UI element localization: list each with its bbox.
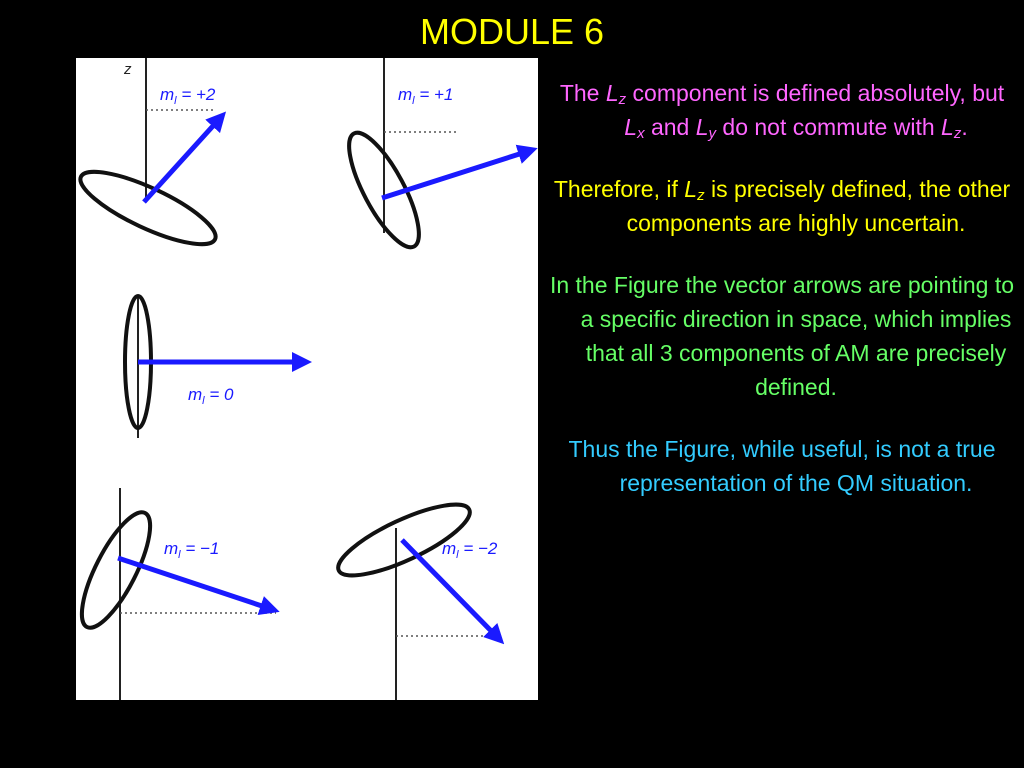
m-label-minus1: ml = −1 [164,539,219,561]
diagram-m-plus2: z ml = +2 [78,58,227,247]
angular-momentum-figure: z ml = +2 ml = +1 ml = 0 ml [76,58,538,700]
m-label-plus2: ml = +2 [160,85,216,107]
paragraph-vector-arrows: In the Figure the vector arrows are poin… [549,272,1015,400]
z-axis-label: z [123,61,132,78]
paragraph-figure-caveat: Thus the Figure, while useful, is not a … [568,436,996,496]
precession-ellipse [336,502,472,578]
paragraph-uncertainty: Therefore, if Lz is precisely defined, t… [553,176,1011,236]
slide-title: MODULE 6 [419,11,605,52]
explanation-text: The Lz component is defined absolutely, … [548,76,1016,528]
precession-ellipse [79,510,153,630]
m-label-zero: ml = 0 [188,385,234,407]
diagram-m-minus1: ml = −1 [79,488,280,700]
precession-ellipse [347,130,421,250]
m-label-plus1: ml = +1 [398,85,453,107]
am-vector-arrow [381,144,538,201]
diagram-m-plus1: ml = +1 [347,58,538,250]
paragraph-lz-defined: The Lz component is defined absolutely, … [559,80,1005,142]
diagram-m-minus2: ml = −2 [336,502,505,700]
am-vector-arrow [400,538,505,645]
am-vector-arrow [142,111,227,204]
am-vector-arrow [117,555,280,616]
m-label-minus2: ml = −2 [442,539,498,561]
precession-ellipse [78,169,218,247]
diagram-m-zero: ml = 0 [123,294,312,438]
